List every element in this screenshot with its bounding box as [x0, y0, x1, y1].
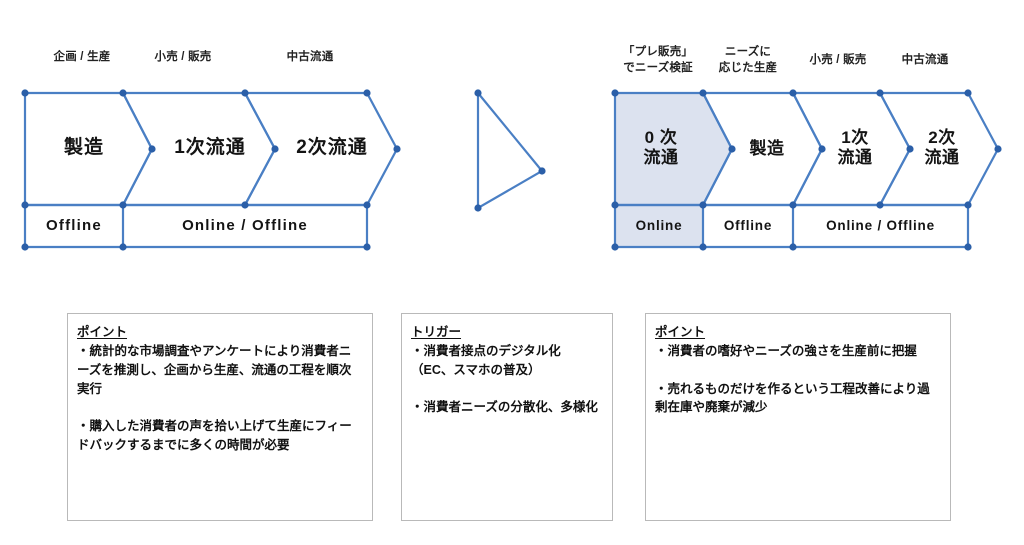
right-vertex: [699, 243, 707, 251]
right-block-4-face: [880, 93, 998, 205]
left-band-outline: [23, 203, 369, 249]
transition-arrow-icon: [474, 89, 546, 212]
note-3-body: ・消費者の嗜好やニーズの強さを生産前に把握 ・売れるものだけを作るという工程改善…: [655, 344, 930, 415]
right-stage-label-4: 中古流通: [901, 54, 949, 66]
left-block-3-face: [245, 93, 397, 205]
right-vertex: [876, 201, 884, 209]
right-band-3-face: [793, 205, 968, 247]
right-vertex: [789, 201, 797, 209]
right-vertex: [906, 145, 914, 153]
right-stage-label-1: 「プレ販売」 でニーズ検証: [622, 46, 694, 74]
right-band-2-face: [703, 205, 793, 247]
right-stage-label-2: ニーズに 応じた生産: [718, 46, 778, 74]
left-vertex: [241, 89, 249, 97]
left-vertex: [363, 201, 371, 209]
left-block-2-face: [123, 93, 275, 205]
left-stage-label-1: 企画 / 生産: [53, 51, 111, 63]
right-vertex: [789, 243, 797, 251]
right-vertex: [699, 89, 707, 97]
left-stage-label-3: 中古流通: [286, 51, 334, 63]
arrow-vertex: [474, 204, 482, 212]
left-vertex: [241, 201, 249, 209]
left-vertex: [21, 201, 29, 209]
right-vertex: [964, 201, 972, 209]
note-2-title: トリガー: [411, 325, 462, 339]
left-vertex: [271, 145, 279, 153]
left-vertex: [148, 145, 156, 153]
note-1-title: ポイント: [77, 325, 128, 339]
left-vertex: [119, 89, 127, 97]
transition-arrow-outline: [476, 89, 544, 210]
right-block-1-face: [615, 93, 732, 205]
right-vertex: [818, 145, 826, 153]
left-band-2-face: [123, 205, 367, 247]
left-vertex: [21, 89, 29, 97]
left-block-1-face: [25, 93, 152, 205]
note-3-title: ポイント: [655, 325, 706, 339]
note-box-2: トリガー ・消費者接点のデジタル化 （EC、スマホの普及） ・消費者ニーズの分散…: [401, 313, 613, 521]
left-vertex: [363, 243, 371, 251]
left-stage-label-2: 小売 / 販売: [154, 51, 212, 63]
arrow-vertex: [474, 89, 482, 97]
right-vertex: [611, 89, 619, 97]
left-vertex: [119, 243, 127, 251]
right-vertex: [994, 145, 1002, 153]
right-band-1-face: [615, 205, 703, 247]
right-vertex: [699, 201, 707, 209]
left-vertex: [363, 89, 371, 97]
right-vertex: [964, 89, 972, 97]
left-band-1-face: [25, 205, 123, 247]
right-vertex: [611, 201, 619, 209]
right-stage-label-3: 小売 / 販売: [809, 54, 867, 66]
note-box-1: ポイント ・統計的な市場調査やアンケートにより消費者ニーズを推測し、企画から生産…: [67, 313, 373, 521]
left-vertex: [21, 243, 29, 251]
arrow-vertex: [538, 167, 546, 175]
right-flow-shapes: [611, 89, 1002, 251]
left-flow-shapes: [21, 89, 401, 251]
right-vertex: [876, 89, 884, 97]
left-vertex: [393, 145, 401, 153]
right-vertex: [611, 243, 619, 251]
right-block-2-face: [703, 93, 822, 205]
left-vertex: [119, 201, 127, 209]
right-vertex: [728, 145, 736, 153]
note-2-body: ・消費者接点のデジタル化 （EC、スマホの普及） ・消費者ニーズの分散化、多様化: [411, 344, 598, 415]
right-vertex: [964, 243, 972, 251]
note-box-3: ポイント ・消費者の嗜好やニーズの強さを生産前に把握 ・売れるものだけを作るとい…: [645, 313, 951, 521]
right-vertex: [789, 89, 797, 97]
note-1-body: ・統計的な市場調査やアンケートにより消費者ニーズを推測し、企画から生産、流通の工…: [77, 344, 352, 452]
right-block-3-face: [793, 93, 910, 205]
